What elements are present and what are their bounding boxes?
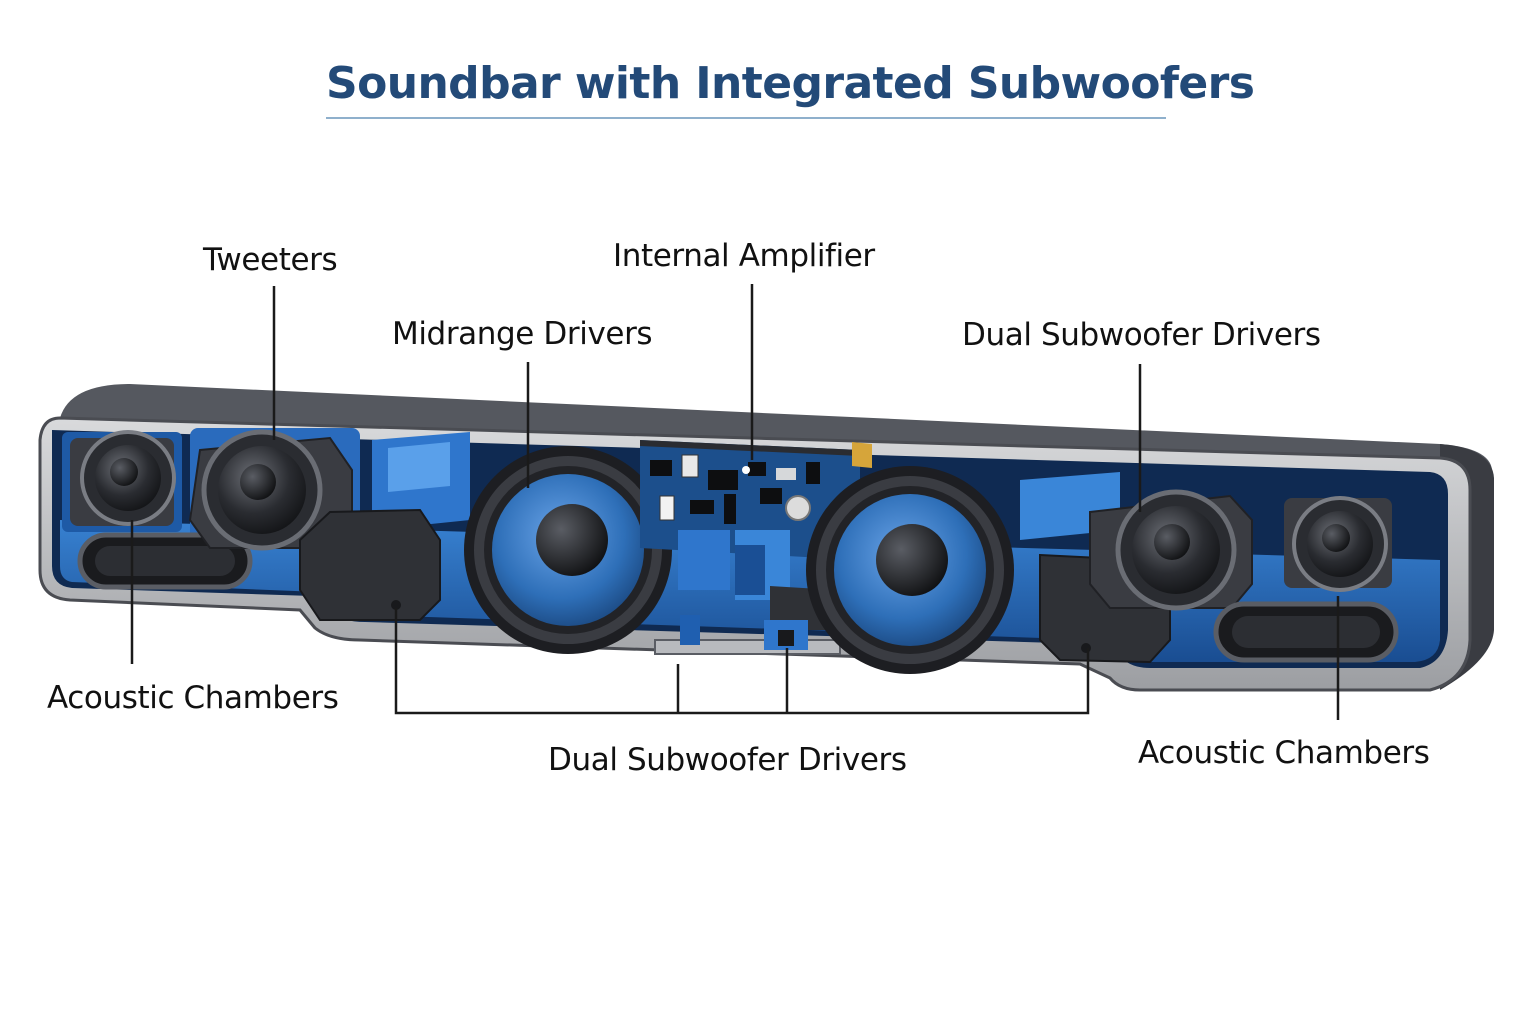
right-midrange-driver [1089,489,1253,611]
left-midrange-driver [188,429,353,551]
center-chamber-blocks [654,530,841,655]
label-acoustic-chambers-right: Acoustic Chambers [1138,735,1430,771]
right-tweeter [1284,496,1392,592]
left-main-woofer [464,446,672,654]
dual-subwoofer-bottom-bracket [394,608,1090,715]
label-tweeters: Tweeters [203,242,338,278]
diagram-title: Soundbar with Integrated Subwoofers [326,58,1255,109]
callout-lines [130,284,1340,720]
label-midrange-drivers: Midrange Drivers [392,316,653,352]
title-underline [326,117,1166,119]
label-internal-amplifier: Internal Amplifier [613,238,875,274]
label-dual-subwoofer-drivers-bottom: Dual Subwoofer Drivers [548,742,907,778]
right-main-woofer [806,466,1014,674]
label-dual-subwoofer-drivers-top: Dual Subwoofer Drivers [962,317,1321,353]
left-passive-radiator-block [299,432,470,621]
left-tweeter [70,430,176,526]
right-acoustic-port [1213,601,1399,663]
label-acoustic-chambers-left: Acoustic Chambers [47,680,339,716]
